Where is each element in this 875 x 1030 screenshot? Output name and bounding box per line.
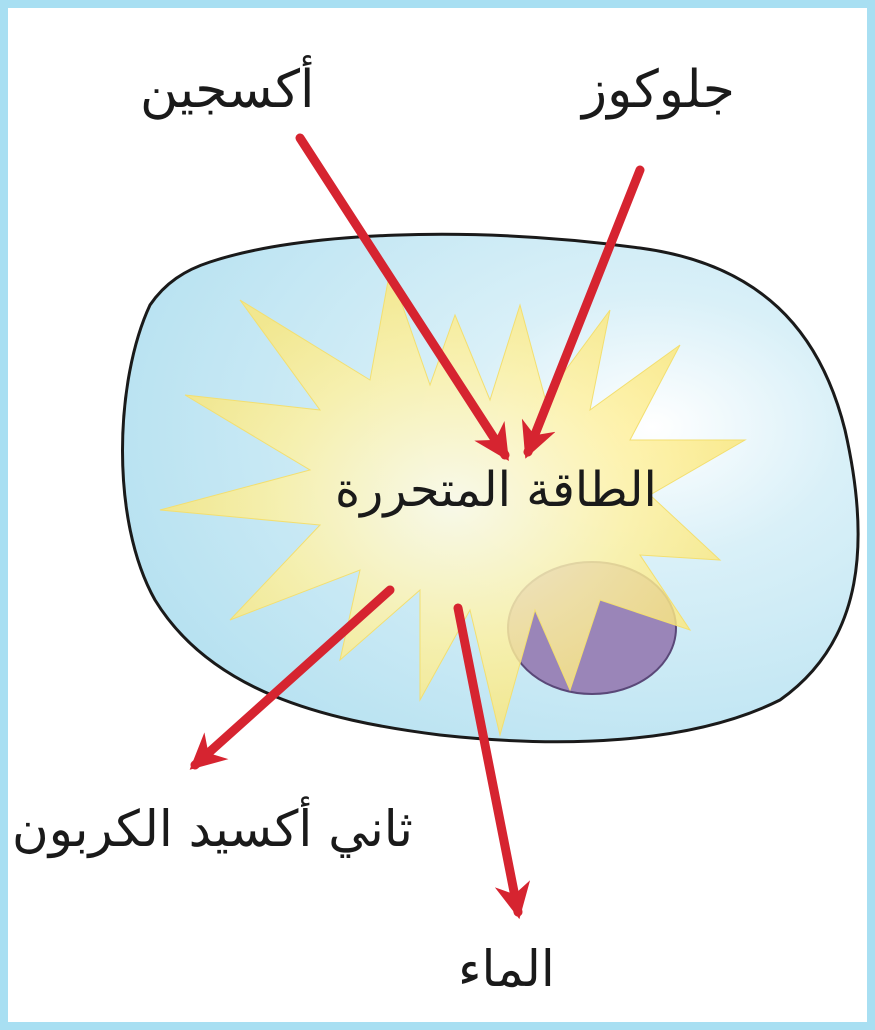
label-water: الماء (458, 940, 555, 998)
label-oxygen: أكسجين (140, 60, 314, 120)
label-carbon-dioxide: ثاني أكسيد الكربون (12, 800, 413, 858)
label-released-energy: الطاقة المتحررة (335, 462, 657, 518)
label-glucose: جلوكوز (582, 60, 735, 120)
